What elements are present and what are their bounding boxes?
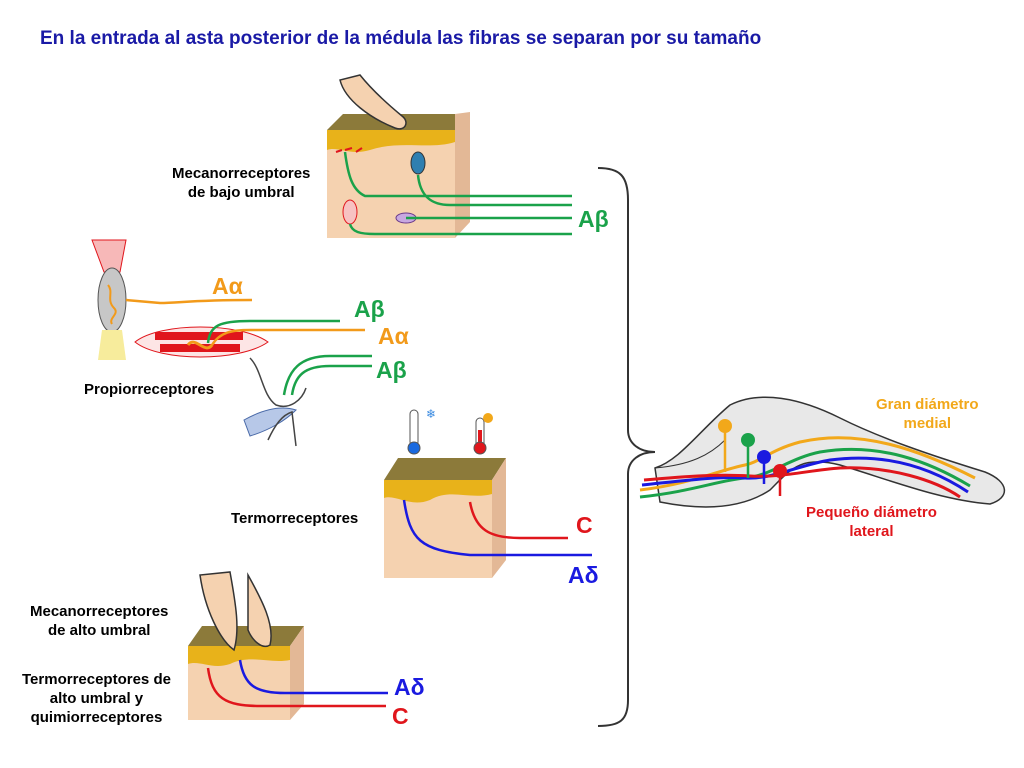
spinal-cord-drawing (639, 396, 1006, 508)
label-line: de bajo umbral (187, 184, 295, 201)
label-line: Mecanorreceptores (172, 165, 311, 182)
label-line: Gran diámetro (876, 396, 979, 413)
fiber-label-c-1: C (576, 512, 593, 538)
fiber-label-adelta-1: Aδ (568, 562, 599, 588)
fiber-label-aalpha-2: Aα (378, 323, 409, 349)
fiber-label-abeta-3: Aβ (376, 357, 407, 383)
pinch-fingers-icon (199, 571, 272, 652)
label-thermoreceptors: Termorreceptores (231, 510, 359, 527)
label-low-threshold-mechanoreceptors: Mecanorreceptores de bajo umbral (172, 164, 310, 202)
page-title: En la entrada al asta posterior de la mé… (40, 28, 762, 49)
finger-icon (339, 74, 407, 130)
skin-block-high-threshold (188, 571, 388, 720)
label-line: Mecanorreceptores (30, 603, 169, 620)
proprioceptor-drawing (91, 239, 372, 447)
label-proprioceptors: Propiorreceptores (84, 381, 215, 398)
label-line: de alto umbral (47, 622, 151, 639)
label-line: Termorreceptores de (22, 671, 171, 688)
label-large-diameter-medial: Gran diámetro medial (876, 395, 979, 433)
label-high-threshold-thermo-chemo: Termorreceptores de alto umbral y quimio… (22, 670, 171, 727)
label-line: medial (903, 415, 952, 432)
hot-thermometer-icon (473, 413, 493, 455)
label-line: alto umbral y (49, 690, 144, 707)
fiber-label-c-2: C (392, 703, 409, 729)
label-line: lateral (849, 523, 894, 540)
fiber-label-abeta-1: Aβ (578, 206, 609, 232)
svg-text:❄: ❄ (426, 407, 436, 421)
grouping-bracket (597, 167, 656, 727)
label-high-threshold-mechanoreceptors: Mecanorreceptores de alto umbral (30, 602, 168, 640)
skin-block-low-threshold (327, 74, 572, 238)
fiber-label-adelta-2: Aδ (394, 674, 425, 700)
skin-block-thermo: ❄ (384, 407, 592, 578)
label-small-diameter-lateral: Pequeño diámetro lateral (806, 503, 937, 541)
fiber-label-abeta-2: Aβ (354, 296, 385, 322)
label-line: quimiorreceptores (30, 709, 163, 726)
cold-thermometer-icon: ❄ (407, 407, 436, 455)
label-line: Pequeño diámetro (806, 504, 937, 521)
fiber-label-aalpha-1: Aα (212, 273, 243, 299)
neuron-cell-bodies-icon (718, 419, 787, 496)
